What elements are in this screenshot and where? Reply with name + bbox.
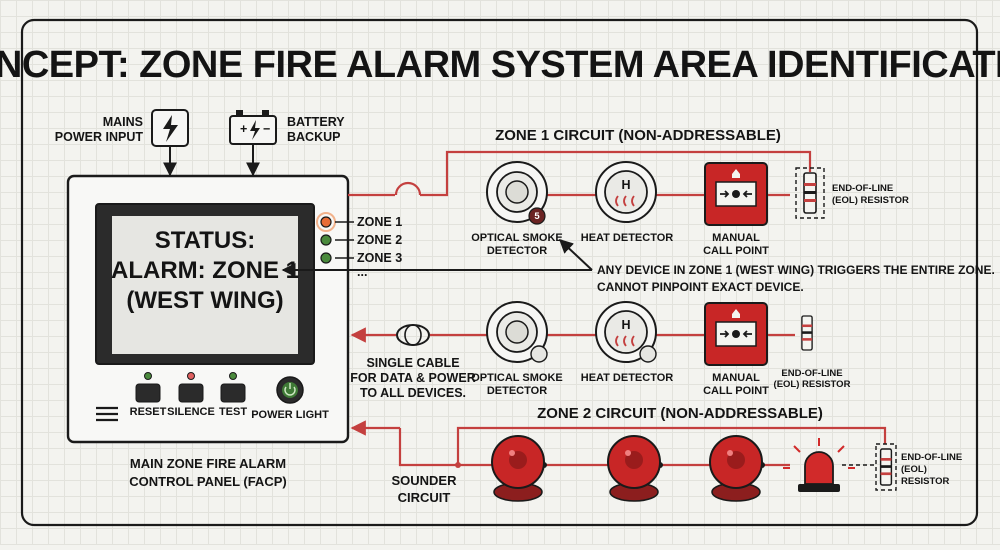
sounder-eol-resistor [879,448,893,486]
power-icon [284,383,296,396]
battery-label-line1: BATTERY [287,115,345,129]
zone2-label: ZONE 2 [357,233,402,247]
power-button[interactable] [276,376,304,404]
screen-status-line1: STATUS: [155,227,255,254]
svg-text:+: + [240,122,247,136]
panel-caption-line2: CONTROL PANEL (FACP) [129,474,286,489]
zone1-led [320,216,332,228]
zone1-wire-top [348,150,812,197]
zone2-eol-label-1: END-OF-LINE [781,368,842,379]
bell-icon [491,435,545,502]
zone1-heat-label: HEAT DETECTOR [581,232,674,244]
zone1-mcp-label-2: CALL POINT [703,245,769,257]
zone1-eol-box [795,167,825,219]
power-light-label: POWER LIGHT [251,409,329,421]
zone1-manual-call-point [704,162,768,226]
beacon-icon [783,438,855,492]
zones-more: ... [357,265,367,279]
sounder-wire-top [398,426,887,467]
svg-text:−: − [263,122,270,136]
cable-note-line3: TO ALL DEVICES. [360,386,466,400]
zone2-manual-call-point [704,302,768,366]
zone1-heat-letter: H [621,178,630,192]
battery-icon: + − [229,110,277,145]
page-title: CONCEPT: ZONE FIRE ALARM SYSTEM AREA IDE… [0,44,1000,86]
zone2-heat-letter: H [621,318,630,332]
sounder-eol-label-1: END-OF-LINE [901,452,962,463]
zone2-mcp-label-1: MANUAL [712,372,760,384]
cable-coil-icon [396,324,430,346]
zone2-smoke-label-2: DETECTOR [487,385,547,397]
zone2-circuit-title: ZONE 2 CIRCUIT (NON-ADDRESSABLE) [537,405,823,422]
menu-icon[interactable] [96,406,118,422]
bell-icon [607,435,661,502]
zone2-smoke-label-1: OPTICAL SMOKE [471,372,562,384]
zone1-smoke-badge: 5 [534,211,540,222]
lightning-icon [151,109,189,147]
zone2-eol-resistor [801,315,813,351]
zone1-smoke-label-2: DETECTOR [487,245,547,257]
zone1-smoke-detector [486,161,548,225]
frame-border [20,18,979,527]
test-label: TEST [219,406,247,418]
zone3-led [320,252,332,264]
zone1-wire-loop [394,181,422,196]
note-arrow-smoke [558,239,593,271]
reset-label: RESET [130,406,167,418]
zone2-mcp-label-2: CALL POINT [703,385,769,397]
control-panel [66,174,350,444]
zone2-heat-label: HEAT DETECTOR [581,372,674,384]
test-button[interactable] [220,383,246,403]
zone1-eol-label-1: END-OF-LINE [832,183,893,194]
zone1-mcp-label-1: MANUAL [712,232,760,244]
screen-status-line3: (WEST WING) [126,287,283,314]
battery-label-line2: BACKUP [287,130,340,144]
reset-button[interactable] [135,383,161,403]
zone1-note-line1: ANY DEVICE IN ZONE 1 (WEST WING) TRIGGER… [597,263,995,277]
zone1-circuit-title: ZONE 1 CIRCUIT (NON-ADDRESSABLE) [495,127,781,144]
mains-label-line1: MAINS [103,115,143,129]
bell-icon [709,435,763,502]
zone3-label: ZONE 3 [357,251,402,265]
screen-status-line2: ALARM: ZONE 1 [111,257,299,284]
sounder-eol-label-3: RESISTOR [901,476,950,487]
zone2-smoke-detector [486,301,548,363]
sounder-label-line1: SOUNDER [391,473,457,488]
silence-button[interactable] [178,383,204,403]
cable-note-line2: FOR DATA & POWER [350,371,475,385]
sounder-label-line2: CIRCUIT [398,490,451,505]
panel-caption-line1: MAIN ZONE FIRE ALARM [130,456,286,471]
cable-note-line1: SINGLE CABLE [366,356,459,370]
mains-label-line2: POWER INPUT [55,130,144,144]
silence-label: SILENCE [167,406,215,418]
sounder-eol-box [875,443,897,491]
zone1-eol-label-2: (EOL) RESISTOR [832,195,909,206]
zone2-led [320,234,332,246]
zone1-heat-detector [595,161,657,223]
zone2-heat-detector [595,301,657,363]
zone1-label: ZONE 1 [357,215,402,229]
zone1-note-line2: CANNOT PINPOINT EXACT DEVICE. [597,280,804,294]
zone2-eol-label-2: (EOL) RESISTOR [774,379,851,390]
zone1-smoke-label-1: OPTICAL SMOKE [471,232,562,244]
sounder-eol-label-2: (EOL) [901,464,927,475]
zone1-eol-resistor [803,172,817,214]
